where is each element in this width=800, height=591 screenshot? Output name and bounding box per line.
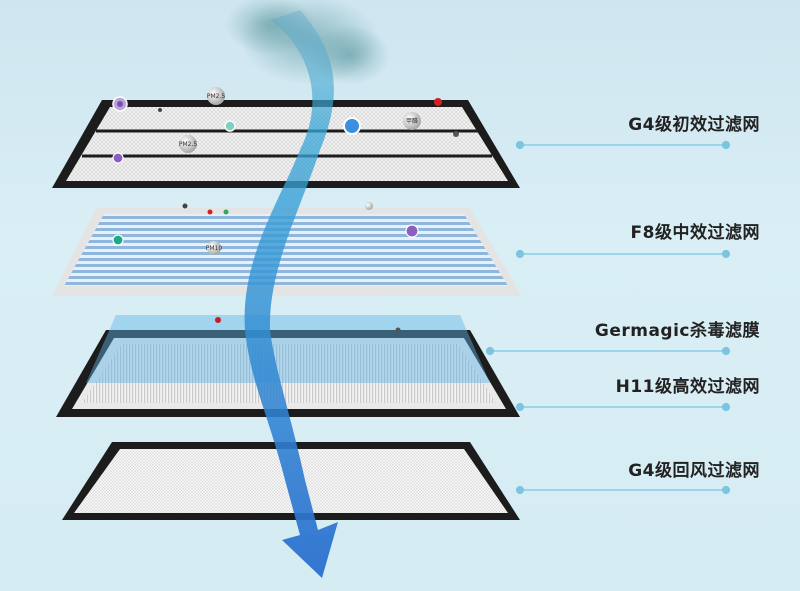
germ-icon (225, 121, 235, 131)
germ-icon (406, 225, 418, 237)
dust-particle (365, 202, 373, 210)
label-g4-primary-filter: G4级初效过滤网 (530, 110, 760, 135)
dust-particle (158, 108, 162, 112)
formaldehyde-particle: 甲醛 (403, 112, 421, 130)
label-g4-return-filter: G4级回风过滤网 (530, 456, 760, 481)
dust-particle (208, 210, 213, 215)
dust-particle (224, 210, 229, 215)
label-germagic-membrane: Germagic杀毒滤膜 (530, 316, 760, 341)
dust-particle (453, 131, 459, 137)
germ-icon (113, 153, 123, 163)
svg-text:PM2.5: PM2.5 (179, 141, 198, 148)
germagic-membrane (86, 315, 490, 383)
filter-g4-primary (52, 100, 520, 188)
germ-icon (113, 235, 123, 245)
germ-icon (344, 118, 360, 134)
svg-text:PM2.5: PM2.5 (207, 93, 226, 100)
svg-text:甲醛: 甲醛 (406, 117, 418, 125)
label-h11-hepa-filter: H11级高效过滤网 (530, 372, 760, 397)
label-f8-medium-filter: F8级中效过滤网 (530, 218, 760, 243)
svg-text:PM10: PM10 (206, 245, 223, 252)
dust-particle (396, 328, 401, 333)
dust-particle (215, 317, 221, 323)
dust-particle (434, 98, 442, 106)
dust-particle (183, 204, 188, 209)
